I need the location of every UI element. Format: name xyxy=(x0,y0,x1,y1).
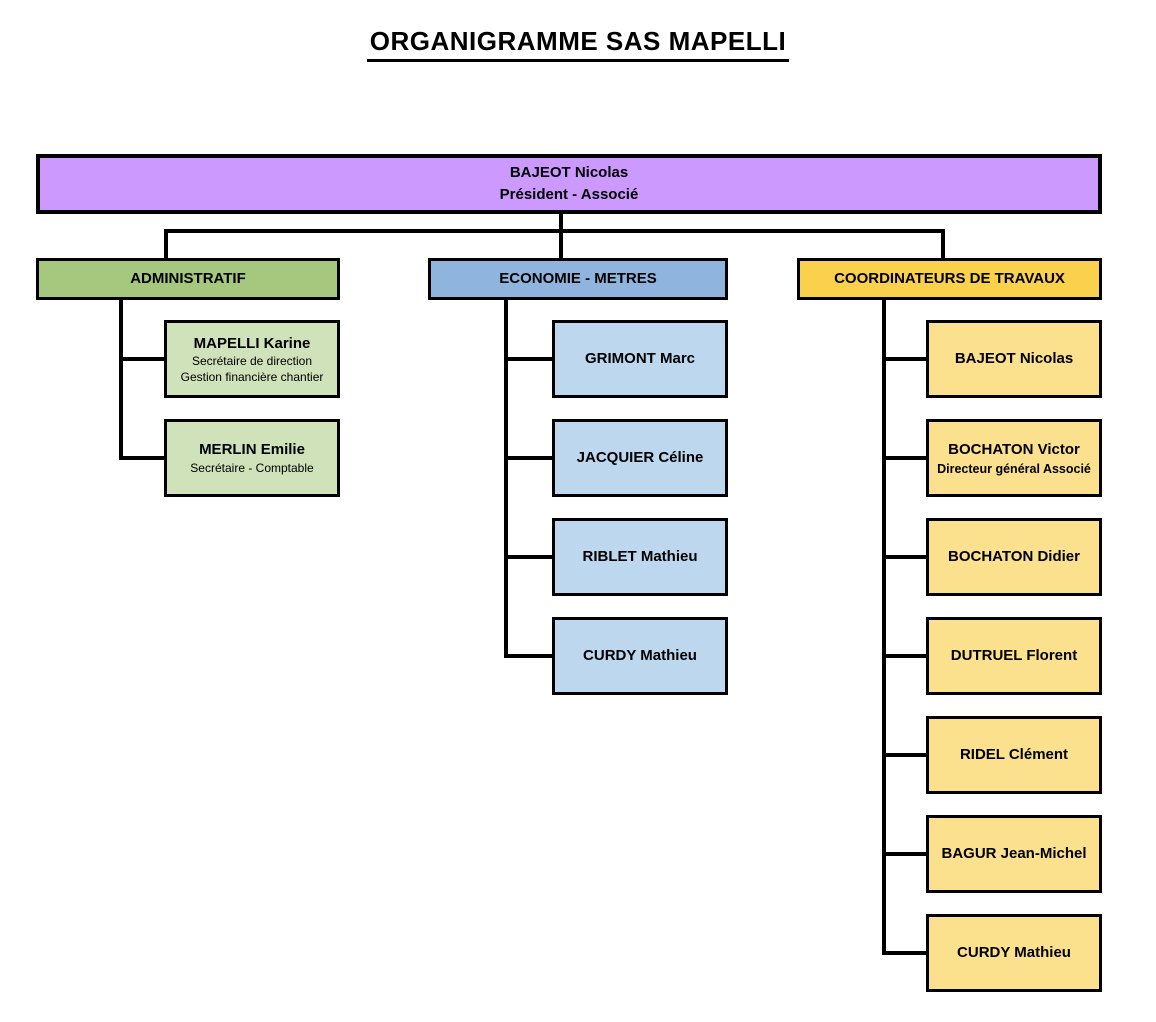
member-box-riblet-mathieu: RIBLET Mathieu xyxy=(552,518,728,596)
connector-branch-bar xyxy=(164,229,945,233)
person-name: JACQUIER Céline xyxy=(576,449,704,467)
member-box-mapelli-karine: MAPELLI Karine Secrétaire de direction G… xyxy=(164,320,340,398)
column-header-administratif: ADMINISTRATIF xyxy=(36,258,340,300)
connector-stub xyxy=(882,753,926,757)
page-title-text: ORGANIGRAMME SAS MAPELLI xyxy=(366,26,790,62)
person-name: GRIMONT Marc xyxy=(584,350,695,368)
column-header-label: COORDINATEURS DE TRAVAUX xyxy=(834,270,1065,288)
person-name: BAJEOT Nicolas xyxy=(509,164,629,182)
member-box-merlin-emilie: MERLIN Emilie Secrétaire - Comptable xyxy=(164,419,340,497)
person-name: CURDY Mathieu xyxy=(583,647,697,665)
person-role: Président - Associé xyxy=(499,186,639,203)
member-box-bajeot-nicolas: BAJEOT Nicolas xyxy=(926,320,1102,398)
member-box-grimont-marc: GRIMONT Marc xyxy=(552,320,728,398)
person-name: MERLIN Emilie xyxy=(199,441,305,459)
connector-spine-coordinateurs xyxy=(882,300,886,955)
person-name: MAPELLI Karine xyxy=(193,334,311,352)
connector-spine-economie xyxy=(504,300,508,658)
member-box-curdy-mathieu-2: CURDY Mathieu xyxy=(926,914,1102,992)
connector-stub xyxy=(882,456,926,460)
connector-drop-administratif xyxy=(164,229,168,258)
member-box-bochaton-didier: BOCHATON Didier xyxy=(926,518,1102,596)
person-name: DUTRUEL Florent xyxy=(950,647,1078,665)
person-name: RIBLET Mathieu xyxy=(582,548,698,566)
column-header-coordinateurs-de-travaux: COORDINATEURS DE TRAVAUX xyxy=(797,258,1102,300)
connector-stub xyxy=(119,357,164,361)
person-role: Gestion financière chantier xyxy=(180,369,324,384)
org-box-president: BAJEOT Nicolas Président - Associé xyxy=(36,154,1102,214)
connector-stub xyxy=(504,357,552,361)
connector-spine-administratif xyxy=(119,300,123,460)
connector-stub xyxy=(882,357,926,361)
member-box-bochaton-victor: BOCHATON Victor Directeur général Associ… xyxy=(926,419,1102,497)
connector-stub xyxy=(119,456,164,460)
connector-drop-coordinateurs xyxy=(941,229,945,258)
person-role: Directeur général Associé xyxy=(937,461,1091,476)
person-name: BOCHATON Didier xyxy=(948,548,1080,566)
person-role: Secrétaire de direction xyxy=(191,354,313,369)
connector-stub xyxy=(504,654,552,658)
member-box-curdy-mathieu: CURDY Mathieu xyxy=(552,617,728,695)
person-role: Secrétaire - Comptable xyxy=(190,461,314,476)
connector-stub xyxy=(882,654,926,658)
connector-stub xyxy=(504,456,552,460)
column-header-economie-metres: ECONOMIE - METRES xyxy=(428,258,728,300)
person-name: BAGUR Jean-Michel xyxy=(941,845,1087,863)
member-box-ridel-clement: RIDEL Clément xyxy=(926,716,1102,794)
person-name: BOCHATON Victor xyxy=(948,441,1080,458)
connector-stub xyxy=(882,555,926,559)
page-title: ORGANIGRAMME SAS MAPELLI xyxy=(0,26,1156,62)
person-name: BAJEOT Nicolas xyxy=(954,350,1074,368)
connector-stub xyxy=(504,555,552,559)
member-box-dutruel-florent: DUTRUEL Florent xyxy=(926,617,1102,695)
member-box-jacquier-celine: JACQUIER Céline xyxy=(552,419,728,497)
person-name: CURDY Mathieu xyxy=(957,944,1071,962)
connector-stub xyxy=(882,951,926,955)
person-name: RIDEL Clément xyxy=(959,746,1069,764)
column-header-label: ADMINISTRATIF xyxy=(130,270,246,288)
connector-stub xyxy=(882,852,926,856)
column-header-label: ECONOMIE - METRES xyxy=(499,270,657,288)
connector-root-stem xyxy=(559,214,563,258)
member-box-bagur-jean-michel: BAGUR Jean-Michel xyxy=(926,815,1102,893)
